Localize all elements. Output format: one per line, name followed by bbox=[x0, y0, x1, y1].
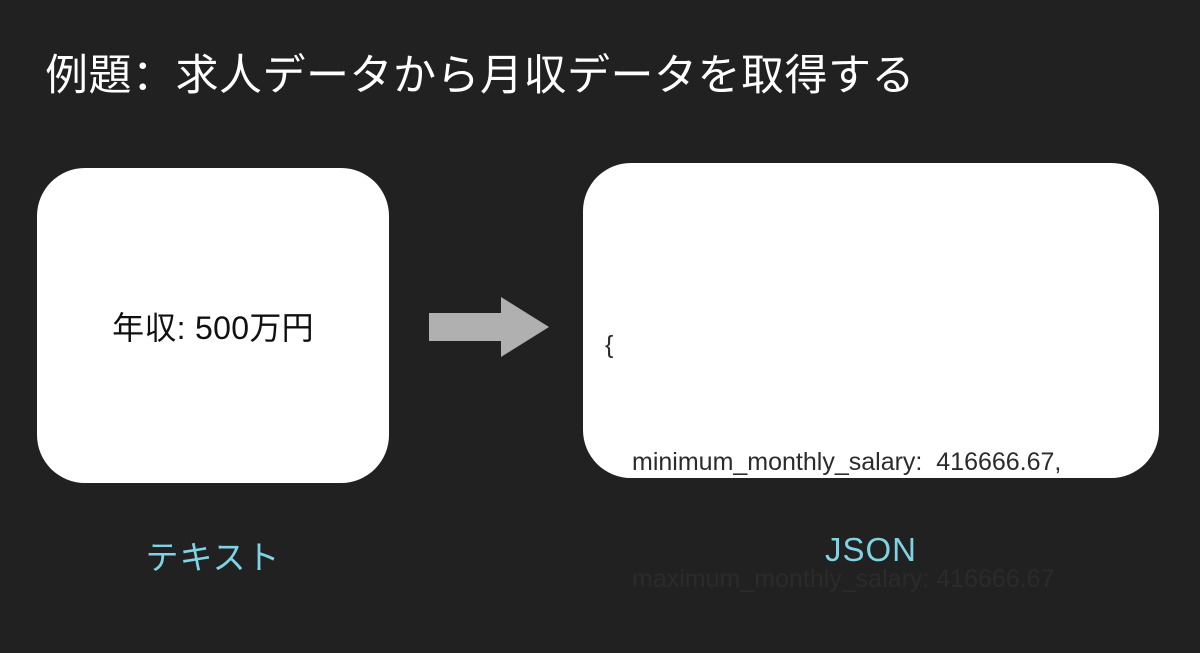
page-title: 例題：求人データから月収データを取得する bbox=[45, 52, 915, 100]
text-card: 年収: 500万円 bbox=[37, 168, 389, 483]
right-arrow-icon bbox=[429, 297, 549, 357]
json-card-caption: JSON bbox=[824, 531, 917, 568]
text-card-caption: テキスト bbox=[145, 539, 281, 576]
json-card: { minimum_monthly_salary: 416666.67, max… bbox=[583, 163, 1159, 593]
json-field-maximum-monthly-salary: maximum_monthly_salary: 416666.67 bbox=[632, 565, 1055, 593]
text-card-value: 年収: 500万円 bbox=[112, 309, 314, 346]
json-open-brace: { bbox=[605, 331, 614, 359]
json-code-block: { minimum_monthly_salary: 416666.67, max… bbox=[605, 248, 1139, 653]
json-field-minimum-monthly-salary: minimum_monthly_salary: 416666.67, bbox=[632, 448, 1062, 476]
